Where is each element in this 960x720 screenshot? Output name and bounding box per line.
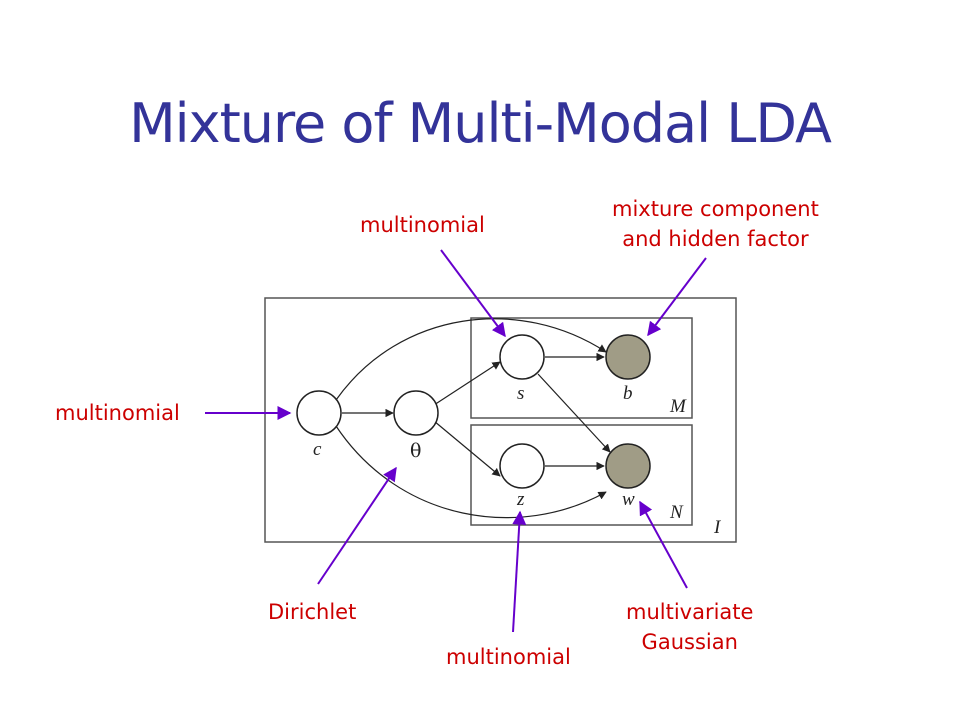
annotation-multinomial-c: multinomial (55, 401, 180, 425)
slide-title: Mixture of Multi-Modal LDA (129, 92, 832, 155)
annotation-mixture-line2: and hidden factor (622, 227, 809, 251)
annotation-arrow-multinomial-z (512, 510, 527, 633)
node-label-theta: θ (410, 440, 421, 462)
node-label-z: z (516, 489, 525, 510)
node-s (499, 334, 545, 380)
plate-top (470, 317, 693, 419)
edge-c-w (335, 425, 607, 519)
annotation-arrow-multinomial-s (440, 249, 506, 338)
node-label-s: s (517, 383, 524, 404)
annotation-mixture-component: mixture component and hidden factor (612, 194, 819, 254)
annotation-arrow-mixture (647, 257, 707, 337)
plate-label-top: M (669, 396, 687, 417)
annotation-dirichlet: Dirichlet (268, 600, 357, 624)
annotation-mixture-line1: mixture component (612, 197, 819, 221)
plate-label-outer: I (713, 517, 722, 538)
node-w (605, 443, 651, 489)
annotation-multivariate-gaussian: multivariate Gaussian (626, 597, 753, 657)
plate-bottom (470, 424, 693, 526)
node-theta (393, 390, 439, 436)
annotation-multinomial-s: multinomial (360, 213, 485, 237)
node-label-w: w (622, 489, 635, 510)
annotation-multinomial-z: multinomial (446, 645, 571, 669)
annotation-gaussian-line1: multivariate (626, 600, 754, 624)
annotation-arrow-gaussian (639, 500, 688, 589)
node-label-b: b (623, 383, 633, 404)
annotation-arrow-dirichlet (317, 466, 397, 585)
node-label-c: c (313, 439, 322, 460)
edge-c-b (335, 318, 607, 401)
annotation-gaussian-line2: Gaussian (641, 630, 738, 654)
plate-label-bottom: N (669, 502, 684, 523)
edge-s-w (537, 373, 611, 453)
node-c (296, 390, 342, 436)
edge-theta-z (433, 420, 501, 477)
plate-outer (264, 297, 737, 543)
node-b (605, 334, 651, 380)
node-z (499, 443, 545, 489)
edge-theta-s (433, 361, 501, 406)
